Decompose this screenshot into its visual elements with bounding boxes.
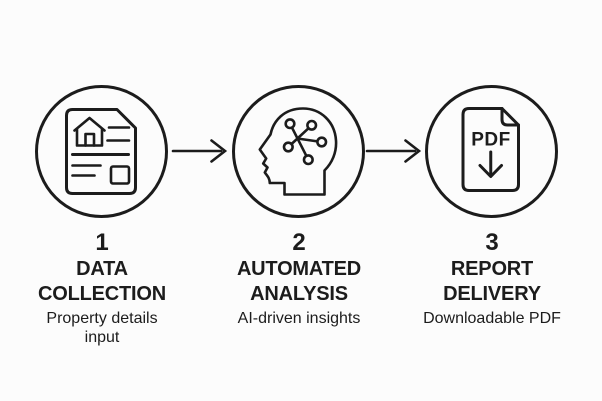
property-document-icon <box>65 108 137 195</box>
step-3-subtitle-line-1: Downloadable PDF <box>423 310 561 327</box>
step-2-subtitle: AI-driven insights <box>199 309 399 328</box>
house-icon <box>75 128 104 147</box>
step-3-title-line-1: REPORT <box>450 258 534 280</box>
step-1-label: 1 DATA COLLECTION Property details input <box>2 229 202 347</box>
step-3-title: REPORT DELIVERY <box>392 257 592 307</box>
step-2-title-line-2: ANALYSIS <box>250 283 348 305</box>
step-1-title-line-2: COLLECTION <box>38 283 166 305</box>
neural-network-icon <box>282 117 327 165</box>
ai-head-icon <box>258 106 337 196</box>
step-2-label: 2 AUTOMATED ANALYSIS AI-driven insights <box>199 229 399 328</box>
step-3-label: 3 REPORT DELIVERY Downloadable PDF <box>392 229 592 328</box>
arrow-right-icon <box>365 139 422 163</box>
step-1-subtitle-line-2: input <box>84 329 120 346</box>
step-2-title: AUTOMATED ANALYSIS <box>199 257 399 307</box>
step-3-subtitle: Downloadable PDF <box>392 309 592 328</box>
step-3-number: 3 <box>485 229 499 256</box>
step-1-subtitle-line-1: Property details <box>46 310 158 327</box>
arrow-right-icon <box>171 139 228 163</box>
step-3-circle: PDF <box>425 85 558 218</box>
pdf-download-icon: PDF <box>461 106 520 192</box>
step-2-number: 2 <box>292 229 306 256</box>
pdf-label: PDF <box>471 129 511 150</box>
step-1-subtitle: Property details input <box>2 309 202 347</box>
step-1-title-line-1: DATA <box>76 258 128 280</box>
step-1-circle <box>35 85 168 218</box>
step-1-number: 1 <box>95 229 109 256</box>
step-1-title: DATA COLLECTION <box>2 257 202 307</box>
step-2-title-line-1: AUTOMATED <box>236 258 362 280</box>
step-2-subtitle-line-1: AI-driven insights <box>237 310 361 327</box>
step-3-title-line-2: DELIVERY <box>443 283 541 305</box>
download-arrow-icon <box>478 150 503 178</box>
step-2-circle <box>232 85 365 218</box>
